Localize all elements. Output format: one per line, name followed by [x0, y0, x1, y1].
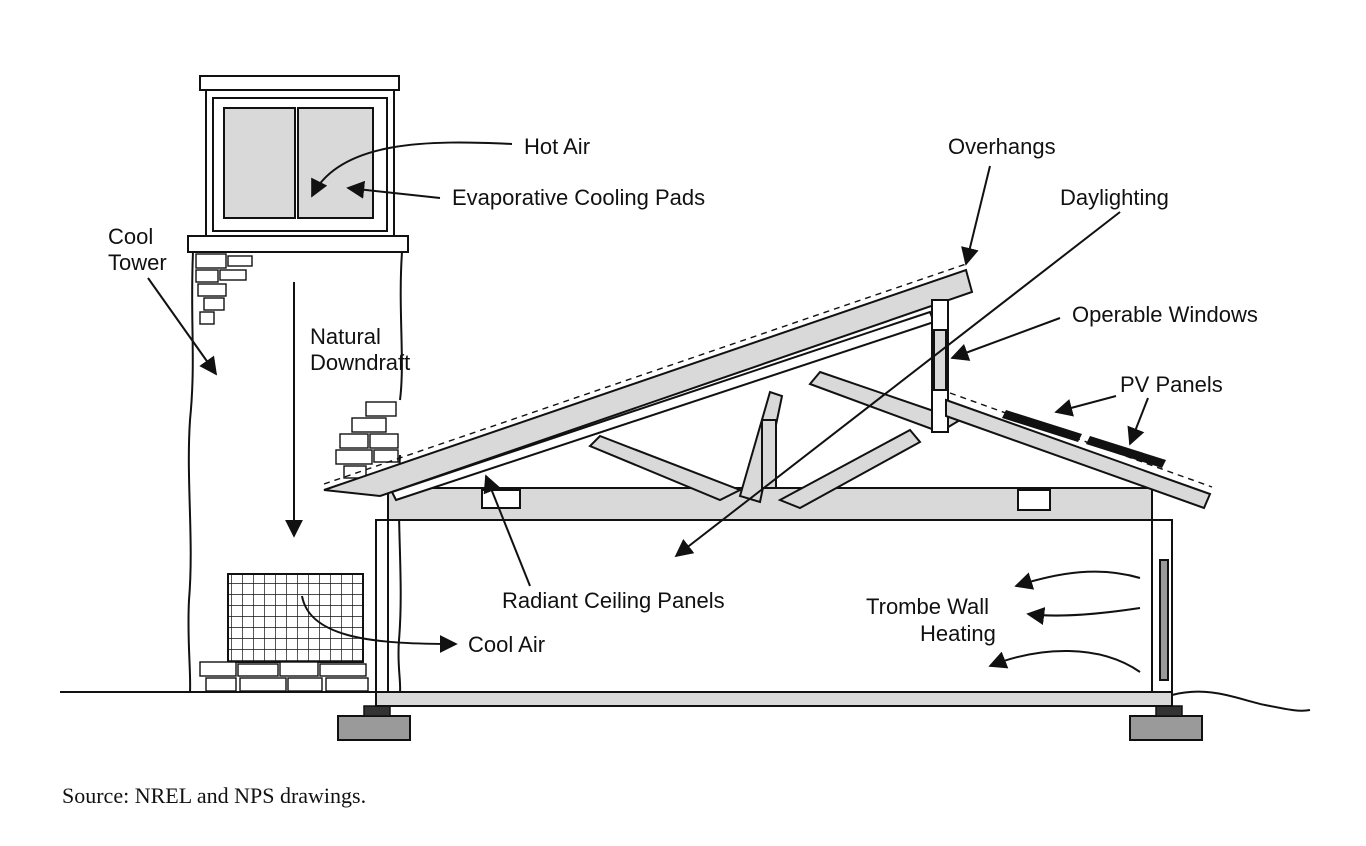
- north-roof: [945, 398, 1212, 510]
- daylighting-arrow: [674, 211, 1121, 558]
- label-evaporative-cooling-pads: Evaporative Cooling Pads: [452, 185, 705, 210]
- operable-windows-pointer: [950, 317, 1061, 361]
- label-pv-panels: PV Panels: [1120, 372, 1223, 397]
- cool-tower: [187, 75, 409, 693]
- label-overhangs: Overhangs: [948, 134, 1056, 159]
- ground-line: [60, 690, 1311, 712]
- pads-pointer: [346, 180, 441, 199]
- label-cool-air: Cool Air: [468, 632, 545, 657]
- pv-panel-pointer-2: [1127, 397, 1149, 446]
- label-trombe-wall-1: Trombe Wall: [866, 594, 989, 619]
- evaporative-cooling-pads: [223, 107, 374, 219]
- trombe-arrow-1: [1014, 570, 1141, 590]
- hot-air-arrow: [311, 141, 513, 198]
- trombe-arrow-3: [988, 649, 1141, 673]
- label-radiant-ceiling-panels: Radiant Ceiling Panels: [502, 588, 725, 613]
- cool-air-arrow: [301, 595, 458, 653]
- footing-right: [1129, 715, 1203, 741]
- main-roof: [323, 268, 974, 498]
- pv-panel-pointer-1: [1054, 395, 1117, 417]
- house: [323, 263, 1213, 741]
- cool-air-grille: [227, 573, 364, 663]
- radiant-ceiling-pointer: [483, 474, 531, 587]
- label-cool-tower-2: Tower: [108, 250, 167, 275]
- label-hot-air: Hot Air: [524, 134, 590, 159]
- label-daylighting: Daylighting: [1060, 185, 1169, 210]
- label-operable-windows: Operable Windows: [1072, 302, 1258, 327]
- pv-panels: [1002, 410, 1166, 468]
- labels: Hot Air Evaporative Cooling Pads Cool To…: [108, 134, 1258, 657]
- footing-left: [337, 715, 411, 741]
- label-trombe-wall-2: Heating: [920, 621, 996, 646]
- label-natural-downdraft-2: Downdraft: [310, 350, 410, 375]
- label-natural-downdraft-1: Natural: [310, 324, 381, 349]
- source-caption: Source: NREL and NPS drawings.: [62, 783, 367, 808]
- cool-tower-pointer: [147, 277, 218, 376]
- trombe-arrow-2: [1026, 607, 1141, 625]
- overhangs-pointer: [961, 165, 991, 266]
- label-cool-tower-1: Cool: [108, 224, 153, 249]
- arrows: [147, 141, 1149, 673]
